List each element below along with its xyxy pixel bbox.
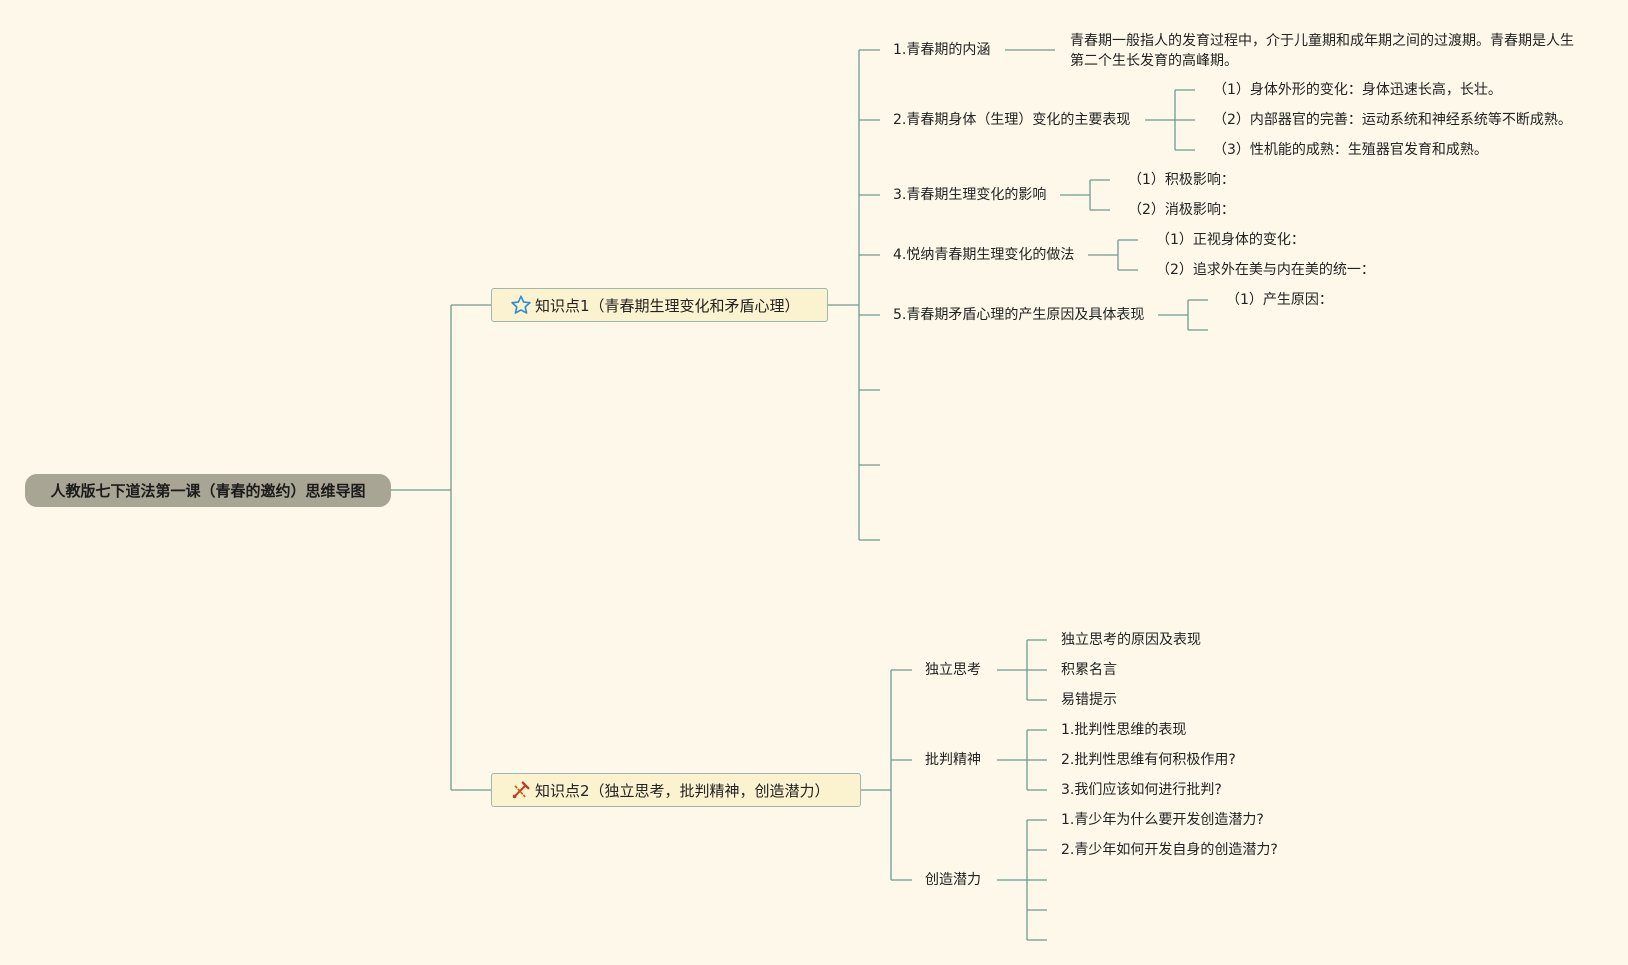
subtopic-kp2-2-item-2[interactable]: 2.批判性思维有何积极作用? <box>1061 752 1236 768</box>
subtopic-kp2-2-item-3[interactable]: 3.我们应该如何进行批判? <box>1061 782 1222 798</box>
subtopic-kp1-3-item-2[interactable]: （2）消极影响： <box>1128 202 1235 218</box>
root-node[interactable]: 人教版七下道法第一课（青春的邀约）思维导图 <box>25 474 391 507</box>
subtopic-kp1-4-item-1[interactable]: （1）正视身体的变化： <box>1156 232 1305 248</box>
subtopic-kp1-4-item-2[interactable]: （2）追求外在美与内在美的统一： <box>1156 262 1375 278</box>
topic-node-kp2[interactable]: 知识点2（独立思考，批判精神，创造潜力） <box>491 773 861 807</box>
subtopic-kp1-3-item-1[interactable]: （1）积极影响： <box>1128 172 1235 188</box>
subtopic-kp1-2-item-3[interactable]: （3）性机能的成熟：生殖器官发育和成熟。 <box>1213 142 1488 158</box>
subtopic-kp1-2[interactable]: 2.青春期身体（生理）变化的主要表现 <box>893 112 1131 128</box>
subtopic-kp2-1[interactable]: 独立思考 <box>925 662 981 678</box>
subtopic-kp1-1[interactable]: 1.青春期的内涵 <box>893 42 991 58</box>
topic-label-kp2: 知识点2（独立思考，批判精神，创造潜力） <box>535 781 830 800</box>
subtopic-kp1-2-item-1[interactable]: （1）身体外形的变化：身体迅速长高，长壮。 <box>1213 82 1502 98</box>
subtopic-kp2-3-item-1[interactable]: 1.青少年为什么要开发创造潜力? <box>1061 812 1264 828</box>
topic-node-kp1[interactable]: 知识点1（青春期生理变化和矛盾心理） <box>491 288 828 322</box>
subtopic-kp2-1-item-2[interactable]: 积累名言 <box>1061 662 1117 678</box>
subtopic-kp2-3-item-2[interactable]: 2.青少年如何开发自身的创造潜力? <box>1061 842 1278 858</box>
subtopic-kp2-2[interactable]: 批判精神 <box>925 752 981 768</box>
tools-icon <box>510 779 532 801</box>
subtopic-kp2-1-item-3[interactable]: 易错提示 <box>1061 692 1117 708</box>
root-label: 人教版七下道法第一课（青春的邀约）思维导图 <box>50 482 366 500</box>
subtopic-kp1-2-item-2[interactable]: （2）内部器官的完善：运动系统和神经系统等不断成熟。 <box>1213 112 1572 128</box>
subtopic-kp2-2-item-1[interactable]: 1.批判性思维的表现 <box>1061 722 1187 738</box>
subtopic-kp2-1-item-1[interactable]: 独立思考的原因及表现 <box>1061 632 1201 648</box>
subtopic-kp1-5[interactable]: 5.青春期矛盾心理的产生原因及具体表现 <box>893 307 1145 323</box>
subtopic-kp1-4[interactable]: 4.悦纳青春期生理变化的做法 <box>893 247 1075 263</box>
subtopic-kp1-3[interactable]: 3.青春期生理变化的影响 <box>893 187 1047 203</box>
subtopic-kp2-3[interactable]: 创造潜力 <box>925 872 981 888</box>
subtopic-kp1-1-desc[interactable]: 青春期一般指人的发育过程中，介于儿童期和成年期之间的过渡期。青春期是人生第二个生… <box>1070 33 1574 69</box>
star-icon <box>510 294 532 316</box>
topic-label-kp1: 知识点1（青春期生理变化和矛盾心理） <box>535 296 800 315</box>
subtopic-kp1-5-item-1[interactable]: （1）产生原因： <box>1226 292 1333 308</box>
